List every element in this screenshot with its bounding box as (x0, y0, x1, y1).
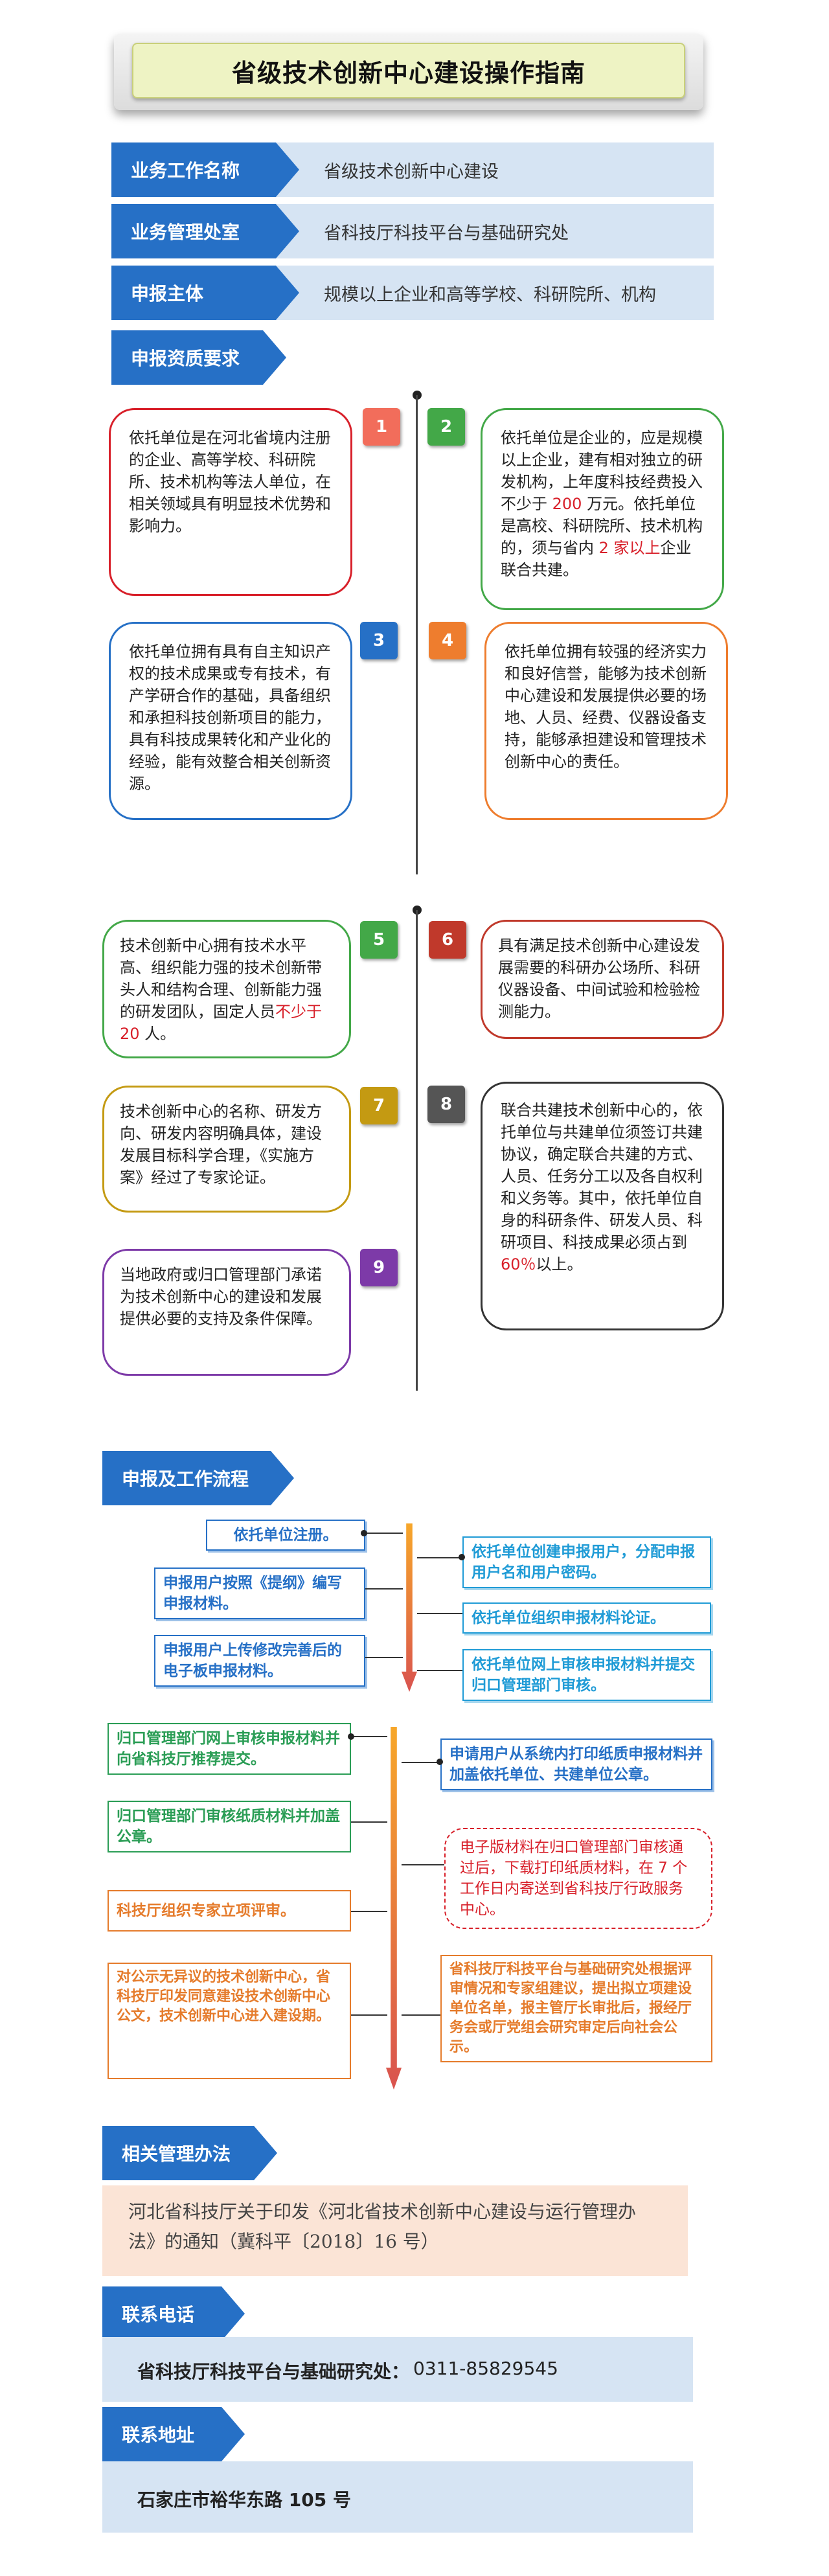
phone-number: 0311-85829545 (413, 2358, 558, 2379)
flow-right1-2: 依托单位组织申报材料论证。 (462, 1602, 711, 1634)
item-badge-3: 3 (360, 622, 398, 659)
flow-right2-3: 省科技厅科技平台与基础研究处根据评审情况和专家组建议，提出拟立项建设单位名单，报… (440, 1955, 712, 2062)
connector (365, 1533, 403, 1534)
flow-right1-3: 依托单位网上审核申报材料并提交归口管理部门审核。 (462, 1649, 711, 1701)
address-panel (102, 2461, 693, 2533)
item-badge-8: 8 (427, 1086, 465, 1123)
qualification-item-7: 技术创新中心的名称、研发方向、研发内容明确具体，建设发展目标科学合理，《实施方案… (102, 1086, 351, 1213)
timeline-line (416, 395, 418, 874)
qualification-item-3: 依托单位拥有具有自主知识产权的技术成果或专有技术，有产学研合作的基础，具备组织和… (109, 622, 352, 820)
phone-heading: 联系电话 (102, 2286, 245, 2341)
flow-left1-3: 申报用户上传修改完善后的电子板申报材料。 (154, 1635, 365, 1687)
qualification-item-1: 依托单位是在河北省境内注册的企业、高等学校、科研院所、技术机构等法人单位，在相关… (109, 408, 352, 596)
connector (365, 1588, 403, 1590)
connector-dot (437, 1759, 443, 1765)
qualification-heading: 申报资质要求 (111, 330, 286, 385)
connector (351, 1911, 387, 1912)
connector (417, 1670, 462, 1671)
item-badge-5: 5 (360, 921, 398, 959)
item-badge-9: 9 (360, 1249, 398, 1286)
info-label-dept: 业务管理处室 (111, 204, 299, 258)
connector (417, 1613, 462, 1614)
qualification-item-8: 联合共建技术创新中心的，依托单位与共建单位须签订共建协议，确定联合共建的方式、人… (481, 1082, 724, 1330)
item-badge-7: 7 (360, 1087, 398, 1124)
connector-dot (348, 1733, 354, 1740)
flow-left2-4: 对公示无异议的技术创新中心，省科技厅印发同意建设技术创新中心公文，技术创新中心进… (108, 1963, 351, 2079)
info-value-subject: 规模以上企业和高等学校、科研院所、机构 (324, 284, 656, 305)
flow-right1-1: 依托单位创建申报用户，分配申报用户名和用户密码。 (462, 1536, 711, 1588)
flow-arrow (402, 1523, 417, 1692)
qualification-item-6: 具有满足技术创新中心建设发展需要的科研办公场所、科研仪器设备、中间试验和检验检测… (481, 920, 724, 1039)
connector (365, 1657, 403, 1658)
regulation-heading: 相关管理办法 (102, 2126, 277, 2180)
connector-dot (459, 1554, 465, 1560)
info-label-subject: 申报主体 (111, 266, 299, 320)
phone-line: 省科技厅科技平台与基础研究处： 0311-85829545 (137, 2358, 558, 2384)
connector (417, 1557, 462, 1558)
flow-left2-2: 归口管理部门审核纸质材料并加盖公章。 (108, 1801, 351, 1852)
flow-left2-1: 归口管理部门网上审核申报材料并向省科技厅推荐提交。 (108, 1723, 351, 1775)
regulation-text: 河北省科技厅关于印发《河北省技术创新中心建设与运行管理办法》的通知（冀科平〔20… (102, 2185, 688, 2276)
connector (402, 1762, 440, 1763)
connector (402, 2014, 440, 2016)
item-badge-6: 6 (429, 921, 466, 959)
title-banner: 省级技术创新中心建设操作指南 (114, 34, 703, 110)
flow-arrow (386, 1727, 402, 2090)
connector (351, 1736, 387, 1737)
connector (351, 1821, 387, 1823)
page-title: 省级技术创新中心建设操作指南 (132, 43, 685, 98)
item-badge-4: 4 (429, 622, 466, 659)
flow-left1-2: 申报用户按照《提纲》编写申报材料。 (154, 1567, 365, 1619)
item-badge-1: 1 (363, 408, 400, 446)
item-badge-2: 2 (427, 408, 465, 446)
address-text: 石家庄市裕华东路 105 号 (137, 2489, 351, 2511)
connector (402, 1864, 444, 1865)
flow-right2-1: 申请用户从系统内打印纸质申报材料并加盖依托单位、共建单位公章。 (440, 1738, 712, 1790)
connector (351, 2014, 387, 2016)
info-label-name: 业务工作名称 (111, 142, 299, 197)
process-heading: 申报及工作流程 (102, 1451, 294, 1505)
flow-left2-3: 科技厅组织专家立项评审。 (108, 1890, 351, 1932)
qualification-item-4: 依托单位拥有较强的经济实力和良好信誉，能够为技术创新中心建设和发展提供必要的场地… (484, 622, 728, 820)
qualification-item-2: 依托单位是企业的，应是规模以上企业，建有相对独立的研发机构，上年度科技经费投入不… (481, 408, 724, 610)
info-value-dept: 省科技厅科技平台与基础研究处 (324, 223, 569, 244)
connector-dot (361, 1530, 367, 1536)
flow-right2-2: 电子版材料在归口管理部门审核通过后，下载打印纸质材料，在 7 个工作日内寄送到省… (444, 1828, 712, 1929)
qualification-item-9: 当地政府或归口管理部门承诺为技术创新中心的建设和发展提供必要的支持及条件保障。 (102, 1249, 351, 1376)
phone-panel (102, 2337, 693, 2402)
qualification-item-5: 技术创新中心拥有技术水平高、组织能力强的技术创新带头人和结构合理、创新能力强的研… (102, 920, 351, 1058)
flow-left1-1: 依托单位注册。 (206, 1520, 365, 1551)
timeline-line (416, 910, 418, 1391)
phone-dept: 省科技厅科技平台与基础研究处： (137, 2361, 410, 2382)
info-value-name: 省级技术创新中心建设 (324, 161, 499, 182)
address-heading: 联系地址 (102, 2407, 245, 2461)
